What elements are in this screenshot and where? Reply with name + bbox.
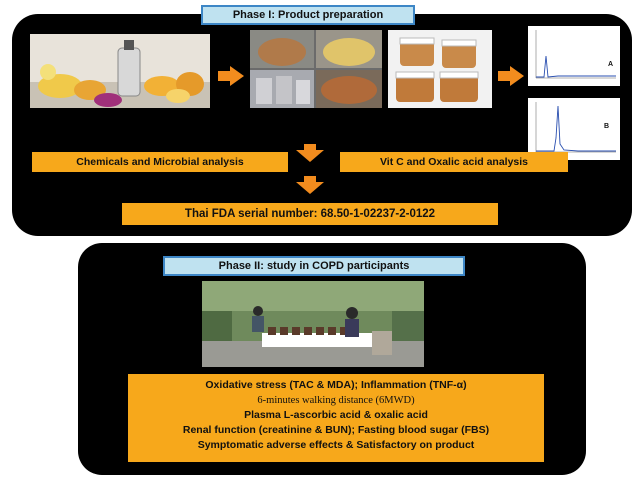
outcome-plasma: Plasma L-ascorbic acid & oxalic acid — [244, 409, 428, 421]
phase2-title: Phase II: study in COPD participants — [163, 256, 465, 276]
outcome-adverse-effects: Symptomatic adverse effects & Satisfacto… — [197, 439, 475, 451]
phase1-title: Phase I: Product preparation — [201, 5, 415, 25]
ingredients-illustration — [30, 34, 210, 108]
chart-b-label: B — [604, 123, 609, 130]
outcome-oxidative-stress: Oxidative stress (TAC & MDA); Inflammati… — [205, 379, 467, 391]
fda-serial-box: Thai FDA serial number: 68.50-1-02237-2-… — [122, 203, 498, 225]
study-photo — [202, 281, 424, 367]
arrow-right-1 — [230, 66, 244, 86]
arrow-down-1-stem — [304, 144, 316, 150]
arrow-down-1 — [296, 150, 324, 162]
arrow-right-2-stem — [498, 71, 510, 81]
processing-illustration — [250, 30, 382, 108]
outcome-6mwd: 6-minutes walking distance (6MWD) — [257, 395, 415, 406]
outcomes-box: Oxidative stress (TAC & MDA); Inflammati… — [128, 374, 544, 462]
processing-photo — [250, 30, 382, 108]
chromatogram-b: B — [528, 98, 620, 160]
arrow-down-2-stem — [304, 176, 316, 182]
arrow-right-1-stem — [218, 71, 230, 81]
arrow-right-2 — [510, 66, 524, 86]
ingredients-photo — [30, 34, 210, 108]
chromatogram-b-plot: B — [535, 102, 616, 153]
jars-illustration — [388, 30, 492, 108]
chromatogram-a: A — [528, 26, 620, 86]
study-illustration — [202, 281, 424, 367]
vitc-analysis-box: Vit C and Oxalic acid analysis — [340, 152, 568, 172]
chromatogram-a-plot: A — [535, 30, 616, 79]
chart-a-label: A — [608, 61, 613, 68]
arrow-down-2 — [296, 182, 324, 194]
chemical-analysis-box: Chemicals and Microbial analysis — [32, 152, 288, 172]
outcome-renal-function: Renal function (creatinine & BUN); Fasti… — [182, 424, 490, 436]
jars-photo — [388, 30, 492, 108]
